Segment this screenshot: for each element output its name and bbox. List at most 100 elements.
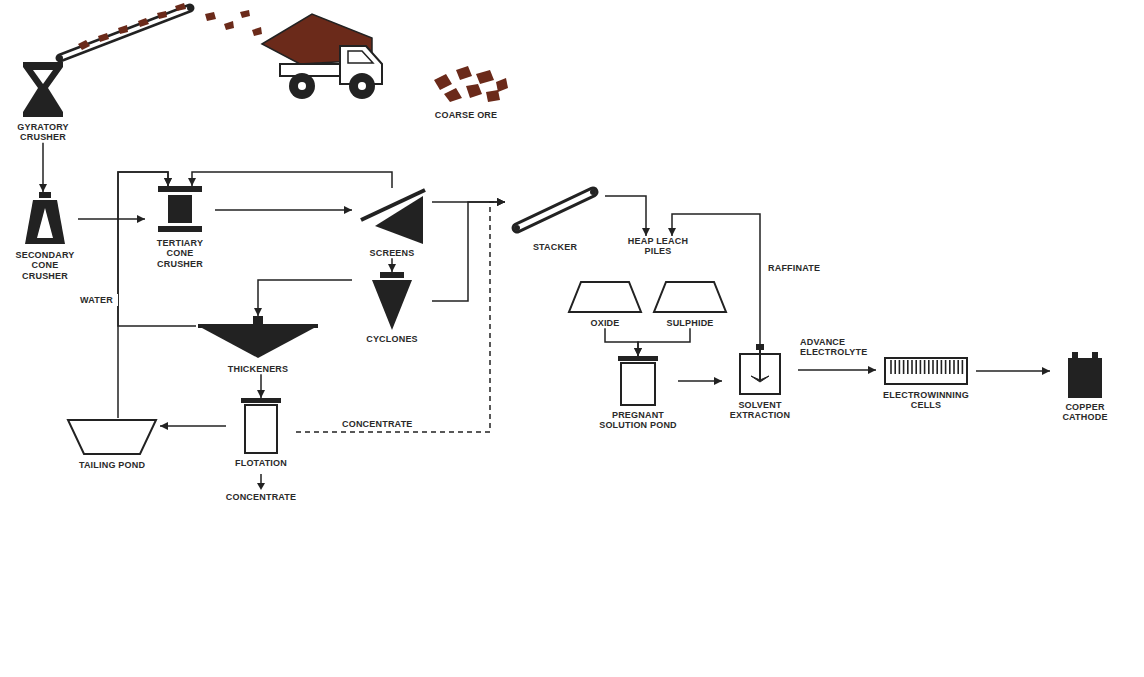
drawing-part [245,405,277,453]
conveyor-belt [60,8,190,58]
conveyor-roller [57,55,63,61]
drawing-part [953,360,955,374]
rock [78,40,90,50]
crusher-box: SECONDARY CONE CRUSHER [12,192,78,281]
feed-conveyor [57,5,193,61]
tertiary-symbol [154,186,206,234]
drawing-part [1092,352,1098,358]
concentrate-flow-line [296,202,505,432]
rock [98,33,109,42]
rock [118,25,128,34]
drawing-part [911,360,913,374]
screen-box: SCREENS [352,188,432,258]
drawing-part [168,195,192,223]
drawing-part [25,200,65,244]
drawing-part [621,363,655,405]
drawing-part [23,62,63,117]
flow-label: RAFFINATE [766,262,834,274]
drawing-part [899,360,901,374]
cyclone-symbol [370,272,414,330]
stacker-symbol [507,182,603,238]
drawing-part [890,360,892,374]
rock [476,70,494,84]
drawing-part [907,360,909,374]
rock [456,66,472,80]
tank-symbol [618,356,658,406]
flow-label: CONCENTRATE [340,418,424,430]
drawing-part [253,316,263,326]
equipment-label: SCREENS [352,248,432,258]
drawing-part [514,225,520,231]
drawing-part [894,360,896,374]
flow-line [215,209,352,211]
equipment-label: CYCLONES [352,334,432,344]
drawing-part [39,192,51,198]
flow-line [78,218,145,220]
pile-symbol [652,280,728,314]
equipment-label: PREGNANT SOLUTION POND [598,410,678,431]
ore-label: COARSE ORE [420,110,512,120]
rock [252,27,262,36]
drawing-part [759,350,761,380]
drawing-part [618,356,658,361]
rock [466,84,482,98]
heap-leach-box: HEAP LEACH PILES [622,236,694,257]
equipment-label: OXIDE [565,318,645,328]
ore-rocks [78,3,262,50]
drawing-part [33,70,53,84]
drawing-part [885,358,967,384]
equipment-label: GYRATORY CRUSHER [10,122,76,143]
equipment-label: SULPHIDE [650,318,730,328]
equipment-label: FLOTATION [226,458,296,468]
drawing-part [756,344,764,350]
outlet-line [260,474,262,484]
drawing-part [375,196,423,244]
electrowinning-box: ELECTROWINNING CELLS [876,356,976,411]
flow-label: WATER [78,294,118,306]
flow-line [160,425,226,427]
wheel-hub [298,82,306,90]
equipment-label: SOLVENT EXTRACTION [722,400,798,421]
cathode-box: COPPER CATHODE [1050,352,1120,423]
heap-pile: OXIDE [565,280,645,328]
drawing-part [920,360,922,374]
rock [434,74,452,90]
drawing-part [158,226,202,232]
equipment-label: COPPER CATHODE [1050,402,1120,423]
flow-line [260,374,262,398]
flow-line [678,380,722,382]
product-label: CONCENTRATE [211,492,311,502]
drawing-part [517,192,593,228]
rock [157,11,167,19]
equipment-label: THICKENERS [196,364,320,374]
equipment-label: ELECTROWINNING CELLS [876,390,976,411]
flow-line [192,172,392,188]
drawing-part [37,208,53,238]
crusher-box: TERTIARY CONE CRUSHER [145,186,215,269]
drawing-part [915,360,917,374]
pond-tank: PREGNANT SOLUTION POND [598,356,678,431]
drawing-part [903,360,905,374]
cyclone-box: CYCLONES [352,272,432,344]
drawing-part [928,360,930,374]
flow-line [798,369,876,371]
drawing-part [569,282,641,312]
drawing-part [1072,352,1078,358]
flow-line [605,328,638,356]
heap-pile: SULPHIDE [650,280,730,328]
sx-symbol [736,344,784,396]
flotation-symbol [241,398,281,454]
stacker-box: STACKER [505,182,605,252]
crusher-box: GYRATORY CRUSHER [10,62,76,143]
drawing-part [936,360,938,374]
equipment-label: STACKER [505,242,605,252]
truck-window [348,51,373,63]
flow-line [432,202,505,301]
flow-line [391,258,393,272]
ew-symbol [883,356,969,386]
equipment-label: TERTIARY CONE CRUSHER [145,238,215,269]
flow-line [976,370,1050,372]
